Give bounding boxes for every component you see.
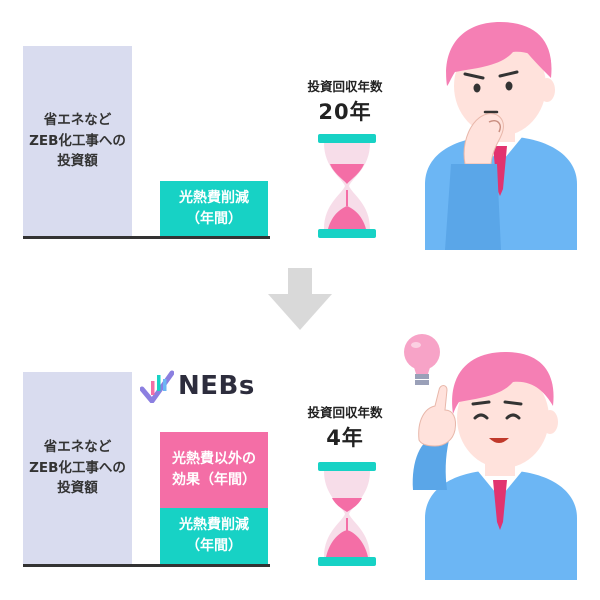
investment-bar-before: 省エネなど ZEB化工事への 投資額 <box>23 46 132 236</box>
investment-bar-after: 省エネなど ZEB化工事への 投資額 <box>23 372 132 564</box>
savings-bar-before: 光熱費削減 （年間） <box>160 181 268 236</box>
investment-label-line1: 省エネなど <box>43 111 112 128</box>
payback-value-after: 4年 <box>326 426 364 450</box>
other-effects-bar: 光熱費以外の 効果（年間） <box>160 432 268 508</box>
investment-label-line1: 省エネなど <box>43 438 112 455</box>
savings-label-line2: （年間） <box>186 538 242 554</box>
savings-label-line2: （年間） <box>186 210 242 227</box>
savings-label-line1: 光熱費削減 <box>179 189 249 206</box>
payback-value-before: 20年 <box>318 100 372 124</box>
investment-label-line3: 投資額 <box>57 153 98 170</box>
nebs-logo: NEBs <box>140 366 285 406</box>
baseline-before <box>23 236 270 239</box>
idea-person-illustration <box>412 352 577 580</box>
savings-label-line1: 光熱費削減 <box>179 517 249 533</box>
other-effects-label-line1: 光熱費以外の <box>172 451 256 467</box>
savings-bar-after: 光熱費削減 （年間） <box>160 508 268 564</box>
nebs-logo-icon <box>140 370 174 403</box>
thinking-person-illustration <box>425 22 577 250</box>
baseline-after <box>23 564 270 567</box>
investment-label-line3: 投資額 <box>57 480 98 497</box>
lightbulb-icon <box>404 334 440 385</box>
hourglass-icon <box>318 462 376 566</box>
other-effects-label-line2: 効果（年間） <box>172 472 256 488</box>
nebs-brand-text: NEBs <box>178 371 255 401</box>
investment-label-line2: ZEB化工事への <box>29 132 126 149</box>
payback-label-before: 投資回収年数 <box>307 79 383 94</box>
investment-label-line2: ZEB化工事への <box>29 459 126 476</box>
down-arrow-icon <box>268 268 332 330</box>
hourglass-icon <box>318 134 376 238</box>
payback-label-after: 投資回収年数 <box>307 405 383 420</box>
